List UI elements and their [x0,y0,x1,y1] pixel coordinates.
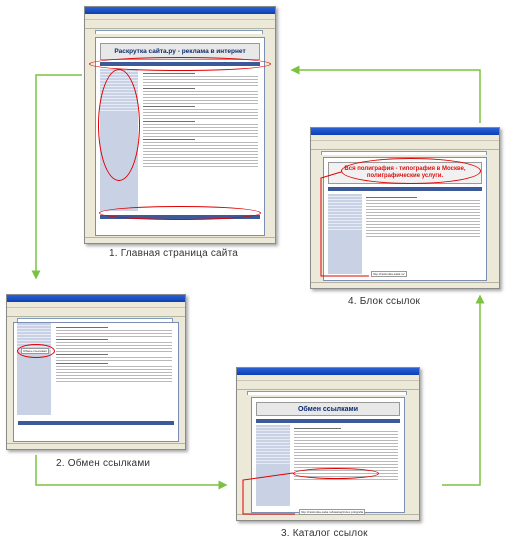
screenshot-link-block: Вся полиграфия - типография в Москве, по… [310,127,500,289]
browser-toolbar [237,381,419,390]
screenshot-link-exchange: Обмен ссылками [6,294,186,450]
browser-menubar [237,375,419,381]
caption-step-1: 1. Главная страница сайта [109,248,239,259]
highlight-top-menu [89,57,271,71]
site-sidebar [328,194,362,274]
arrow-step4-to-step1 [290,65,481,123]
bottom-nav-strip [18,421,174,425]
site-sidebar [256,425,290,506]
browser-toolbar [7,308,185,317]
highlight-sidebar-menu [98,69,140,181]
browser-toolbar [311,141,499,150]
browser-menubar [85,14,275,20]
arrow-step3-to-step4 [442,294,485,486]
block-highlight-arrow [320,171,369,277]
top-nav-strip [256,419,400,423]
arrow-step1-to-step2 [31,74,82,280]
browser-titlebar [237,368,419,375]
browser-statusbar [7,443,185,449]
highlight-bottom-menu [99,206,261,220]
browser-menubar [7,302,185,308]
page-area [7,322,185,444]
caption-step-2: 2. Обмен ссылками [56,458,151,469]
caption-step-3: 3. Каталог ссылок [281,528,368,539]
page-area: Обмен ссылками [237,395,419,515]
browser-toolbar [85,20,275,29]
site-content [143,71,258,169]
browser-statusbar [311,282,499,288]
browser-titlebar [7,295,185,302]
browser-titlebar [311,128,499,135]
highlight-block-banner [341,158,481,184]
site-frame [13,322,179,442]
block-link-url[interactable]: http://raskrutka-saita.ru/ [371,271,407,277]
browser-statusbar [85,237,275,243]
site-banner: Обмен ссылками [256,402,400,416]
browser-titlebar [85,7,275,14]
catalog-link-url[interactable]: http://raskrutka-saita.ru/katalog/index.… [299,509,366,515]
browser-menubar [311,135,499,141]
site-content [366,195,480,239]
site-content [56,325,172,384]
catalog-highlight-arrow [242,472,295,515]
caption-step-4: 4. Блок ссылок [348,296,421,307]
screenshot-main-page: Раскрутка сайта.ру - реклама в интернет [84,6,276,244]
site-sidebar [17,323,51,415]
arrow-step2-to-step3 [35,455,228,490]
highlight-link-exchange [17,344,55,358]
top-nav-strip [328,187,482,191]
highlight-catalog-category [293,468,379,479]
screenshot-link-catalog: Обмен ссылками http://raskrutka-saita.ru… [236,367,420,521]
